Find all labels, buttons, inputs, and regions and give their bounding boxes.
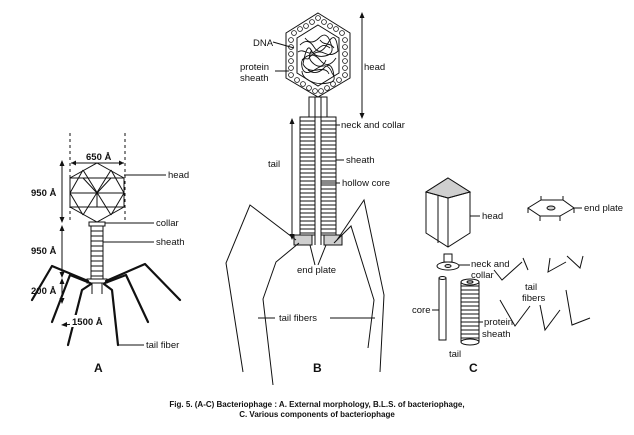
caption-line-1: Fig. 5. (A-C) Bacteriophage : A. Externa… [169,400,464,409]
tail-fibers-a [30,262,182,347]
panel-letter-a: A [94,361,103,375]
component-neck [443,253,453,263]
label-a-head: head [168,170,189,181]
panel-c-components: head neck and collar core protein sheath… [412,177,623,375]
label-a-tail-fiber: tail fiber [146,340,179,351]
dim-base-label: 200 Å [31,286,56,297]
panel-letter-b: B [313,361,322,375]
label-c-end-plate: end plate [584,203,623,214]
end-plate-right [323,234,343,246]
label-c-collar: collar [471,270,494,281]
label-c-sheath: sheath [482,329,511,340]
end-plate-left [293,234,313,246]
label-c-tail: tail [525,282,537,293]
sheath-left [299,116,316,236]
label-b-dna: DNA [253,38,274,49]
dim-tail-label: 950 Å [31,246,56,257]
head-inner [296,24,340,87]
panel-b-longitudinal-section: head tail DNA protein sheath neck and co… [225,12,405,386]
panel-a-external-morphology: 650 Å 950 Å [30,133,189,375]
label-b-neck-collar: neck and collar [341,120,405,131]
dim-head-label: 950 Å [31,188,56,199]
caption-line-2: C. Various components of bacteriophage [239,410,395,419]
sheath-right [320,116,337,236]
label-b-protein: protein [240,62,269,73]
label-c-neck: neck and [471,259,510,270]
label-b-head: head [364,62,385,73]
dna-coils [297,34,339,85]
label-b-sheath: sheath [346,155,375,166]
panel-letter-c: C [469,361,478,375]
component-end-plate [527,196,575,221]
label-a-collar: collar [156,218,179,229]
collar [88,221,106,227]
label-a-sheath: sheath [156,237,185,248]
label-b-tail: tail [268,159,280,170]
neck [308,96,328,118]
component-tail-fibers [493,255,591,332]
label-c-tail-bottom: tail [449,349,461,360]
label-c-head: head [482,211,503,222]
component-core [438,277,447,341]
component-head [424,177,472,248]
component-sheath [460,278,480,346]
label-b-tail-fibers: tail fibers [279,313,317,324]
label-b-hollow-core: hollow core [342,178,390,189]
phage-head-icosahedron [69,162,125,223]
label-c-core: core [412,305,430,316]
label-b-end-plate: end plate [297,265,336,276]
tail-fibers-b [225,198,385,386]
dim-width-label: 650 Å [86,152,111,163]
label-c-protein: protein [484,317,513,328]
tail-sheath [90,225,104,280]
dim-fiber-label: 1500 Å [72,317,103,328]
protein-beads [288,15,348,94]
label-c-fibers: fibers [522,293,545,304]
label-b-protein-sheath: sheath [240,73,269,84]
